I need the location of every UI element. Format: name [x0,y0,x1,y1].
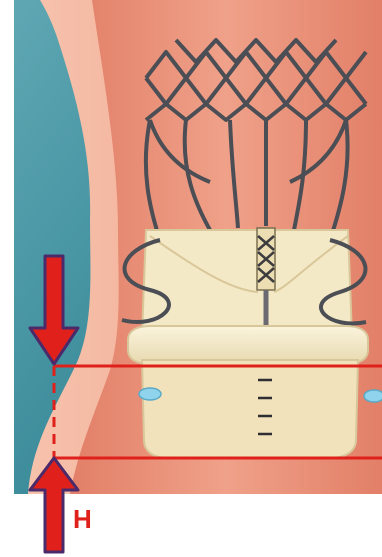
valve-skirt [142,230,352,336]
height-label: H [73,506,92,532]
valve-body [142,360,358,458]
right-marker [364,390,382,402]
left-marker [139,388,161,400]
sealing-ring [128,326,368,364]
